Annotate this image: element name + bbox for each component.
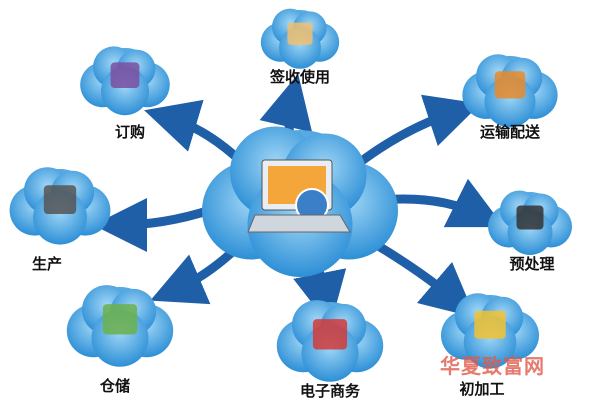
delivery-truck-icon	[494, 71, 526, 99]
signing-document-icon	[287, 22, 313, 45]
shopping-cart-icon	[110, 62, 140, 88]
node-label: 预处理	[509, 255, 555, 273]
worker-gears-icon	[474, 310, 506, 339]
node-label: 签收使用	[269, 68, 331, 86]
computer-globe-icon	[247, 159, 351, 233]
tools-icon	[516, 205, 544, 230]
factory-icon	[43, 185, 77, 214]
node-label: 仓储	[99, 377, 131, 395]
warehouse-house-icon	[102, 304, 138, 335]
node-label: 生产	[31, 255, 63, 273]
node-label: 电子商务	[299, 382, 361, 400]
laptop-ecommerce-icon	[312, 319, 348, 350]
arrow-to-transport	[347, 94, 481, 174]
node-label: 订购	[114, 123, 146, 141]
node-label: 初加工	[459, 380, 505, 398]
node-label: 运输配送	[479, 123, 541, 141]
watermark: 华夏致富网	[440, 354, 545, 378]
